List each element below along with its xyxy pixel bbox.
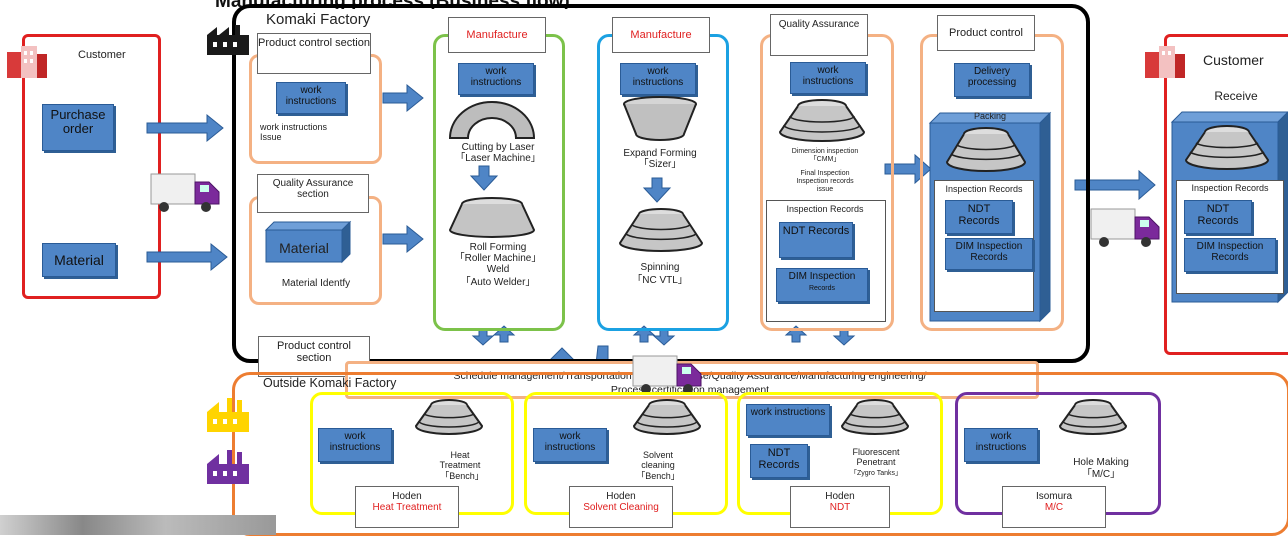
product-control-section-top: Product control section [257, 33, 371, 74]
packed-part-icon [943, 126, 1029, 174]
qa-title: Quality Assurance [770, 14, 868, 56]
laser-cut-part-icon [446, 100, 538, 140]
material-komaki-label: Material [279, 240, 329, 256]
product-control-section-bottom: Product control section [258, 336, 370, 377]
received-part-icon [1182, 124, 1272, 172]
qa-dim-records-label: Records [808, 285, 836, 292]
truck-icon-left [150, 170, 222, 214]
mc-vendor-box: Isomura M/C [1002, 486, 1106, 528]
mc-process-label: Hole Making [1073, 457, 1129, 468]
rc-ndt-records: NDT Records [1184, 200, 1252, 234]
solvent-part-icon [630, 398, 704, 438]
factory-red-icon-right [1143, 42, 1187, 82]
spun-part-icon [616, 207, 706, 257]
cutting-machine-label: 「Laser Machine」 [455, 153, 541, 164]
left-customer-title: Customer [78, 49, 126, 61]
right-customer-panel [1164, 34, 1288, 355]
outside-title: Outside Komaki Factory [263, 376, 397, 390]
mc-vendor: Isomura [1035, 491, 1073, 502]
factory-red-icon [5, 42, 49, 82]
material-box-komaki [264, 220, 352, 264]
manufacture2-title: Manufacture [612, 17, 710, 53]
delivery-processing: Delivery processing [954, 63, 1030, 97]
auto-welder-label: 「Auto Welder」 [460, 277, 536, 288]
heat-vendor: Hoden [392, 491, 422, 502]
solvent-label: Solvent Cleaning [583, 502, 659, 513]
ndt-vendor-box: Hoden NDT [790, 486, 890, 528]
qa-dim-inspection: DIM Inspection Records [776, 268, 868, 302]
roll-forming-label: Roll Forming [469, 242, 527, 253]
qa-section-label: Quality Assurance section [257, 174, 369, 213]
expand-forming-label: Expand Forming [623, 148, 697, 159]
receive-label: Receive [1214, 89, 1258, 103]
heat-work-instructions: work instructions [318, 428, 392, 462]
ndt-part-icon [838, 398, 912, 438]
qa-dim-inspection-label: DIM Inspection [788, 271, 856, 282]
sizer-label: 「Sizer」 [638, 159, 682, 170]
cmm-label: 「CMM」 [809, 156, 841, 163]
work-instructions-komaki: work instructions [276, 82, 346, 114]
pc-ndt-records: NDT Records [945, 200, 1013, 234]
qa-inspection-records-label: Inspection Records [786, 204, 864, 214]
factory-yellow-icon [205, 398, 251, 434]
pc-dim-records: DIM Inspection Records [945, 238, 1033, 270]
rc-records-panel [1176, 180, 1284, 294]
solvent-process-label: Solvent cleaning [641, 450, 675, 470]
work-instructions-m2: work instructions [620, 63, 696, 95]
mc-label: M/C [1044, 502, 1064, 513]
cutting-label: Cutting by Laser [461, 142, 535, 153]
ndt-equipment-label: 「Zygro Tanks」 [850, 470, 902, 477]
inspected-part-icon [776, 98, 868, 144]
ndt-process-label: Fluorescent Penetrant [852, 447, 900, 467]
right-customer-title: Customer [1203, 52, 1264, 68]
work-instructions-qa: work instructions [790, 62, 866, 94]
pc-inspection-records-label: Inspection Records [945, 184, 1023, 194]
solvent-work-instructions: work instructions [533, 428, 607, 462]
heat-process-label: Heat Treatment [439, 450, 481, 470]
weld-label: Weld [486, 264, 510, 275]
heat-equipment-label: 「Bench」 [440, 471, 484, 481]
komaki-factory-title: Komaki Factory [266, 11, 371, 28]
left-customer-panel [22, 34, 161, 299]
ndt-label: NDT [829, 502, 851, 513]
truck-icon-right [1090, 205, 1162, 249]
ndt-work-instructions: work instructions [746, 404, 830, 436]
photo-fragment [0, 515, 276, 535]
rc-dim-records: DIM Inspection Records [1184, 238, 1276, 272]
inspection-records-issue-label: Inspection records issue [796, 178, 854, 193]
ndt-vendor: Hoden [825, 491, 855, 502]
solvent-vendor: Hoden [606, 491, 636, 502]
truck-icon-middle [632, 352, 704, 396]
qa-records-panel [766, 200, 886, 322]
solvent-equipment-label: 「Bench」 [636, 471, 680, 481]
material-identify-label: Material Identfy [281, 278, 351, 289]
heat-part-icon [412, 398, 486, 438]
roll-formed-part-icon [446, 196, 538, 238]
mc-equipment-label: 「M/C」 [1081, 469, 1121, 480]
heat-label: Heat Treatment [372, 502, 442, 513]
work-instructions-m1: work instructions [458, 63, 534, 95]
manufacture1-title: Manufacture [448, 17, 546, 53]
heat-vendor-box: Hoden Heat Treatment [355, 486, 459, 528]
rc-inspection-records-label: Inspection Records [1191, 183, 1269, 193]
product-control-title: Product control [937, 15, 1035, 51]
qa-ndt-records: NDT Records [779, 222, 853, 258]
solvent-vendor-box: Hoden Solvent Cleaning [569, 486, 673, 528]
expanded-part-icon [620, 96, 700, 142]
factory-purple-icon [205, 450, 251, 486]
nc-vtl-label: 「NC VTL」 [632, 275, 688, 286]
factory-black-icon [205, 25, 251, 57]
work-instructions-issue-label: work instructions Issue [260, 122, 328, 142]
roller-machine-label: 「Roller Machine」 [454, 253, 542, 264]
purchase-order-box: Purchase order [42, 104, 114, 151]
spinning-label: Spinning [640, 262, 680, 273]
mc-part-icon [1056, 398, 1130, 438]
ndt-records-outside: NDT Records [750, 444, 808, 478]
final-inspection-label: Final Inspection [800, 170, 850, 177]
material-box-left: Material [42, 243, 116, 277]
dimension-inspection-label: Dimension inspection [791, 148, 859, 155]
packing-label: Packing [973, 111, 1007, 121]
mc-work-instructions: work instructions [964, 428, 1038, 462]
